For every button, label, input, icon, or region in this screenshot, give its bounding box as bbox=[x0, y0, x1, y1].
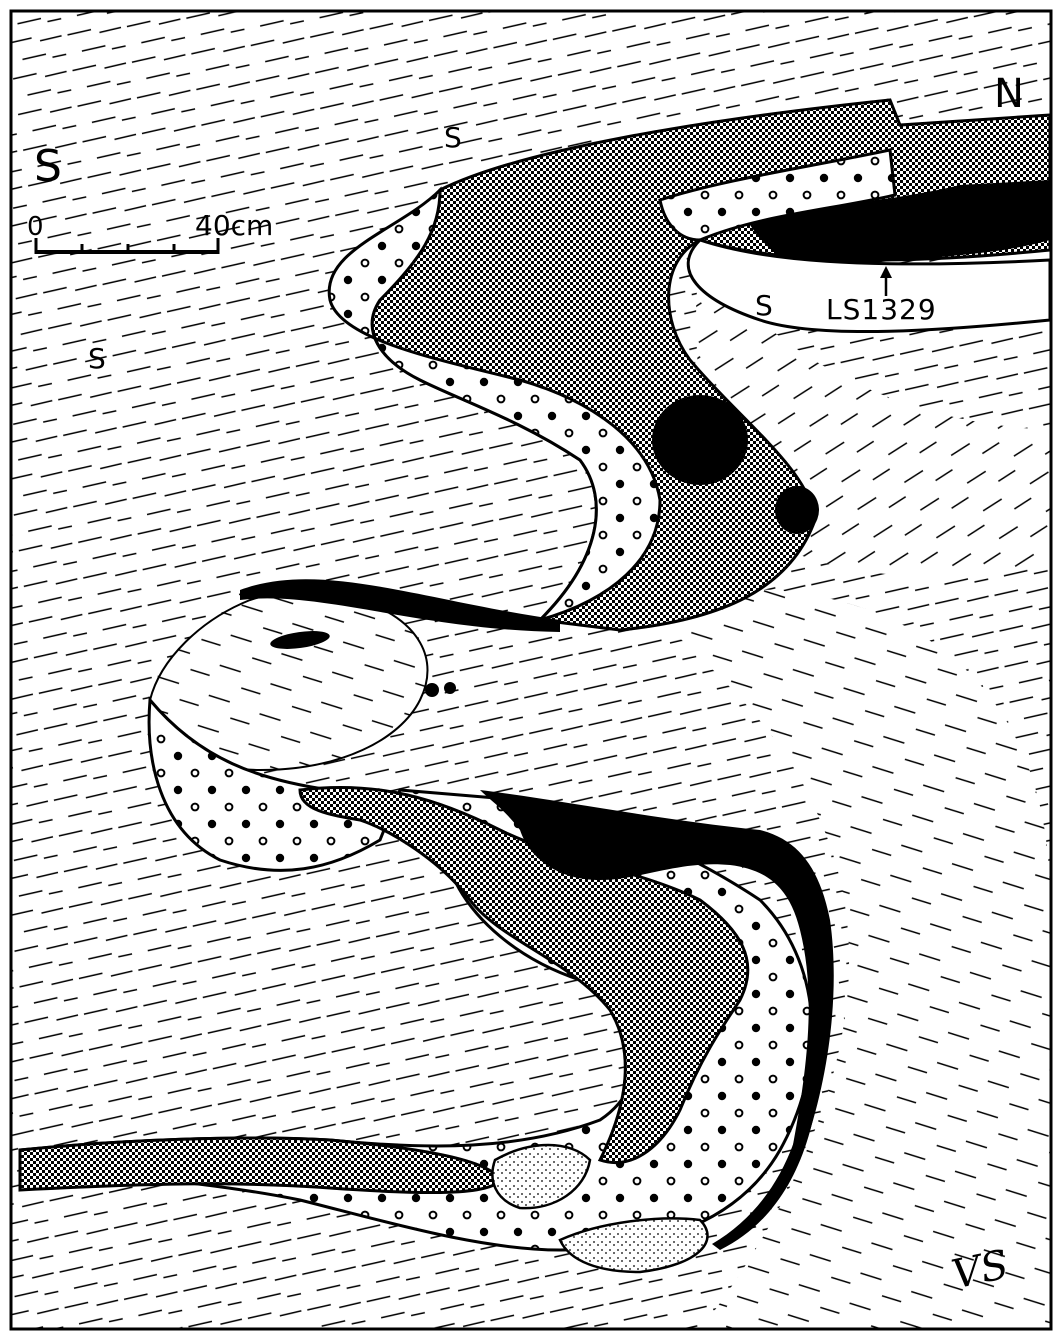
sample-id-label: LS1329 bbox=[826, 296, 937, 324]
sediment-label-right: S bbox=[755, 292, 773, 320]
black-lens-2 bbox=[775, 486, 819, 534]
compass-north-label: N bbox=[994, 74, 1024, 114]
black-lens-1 bbox=[652, 395, 748, 485]
sediment-label-left: S bbox=[88, 345, 106, 373]
compass-south-label: S bbox=[34, 145, 62, 189]
middle-black-dot-2 bbox=[444, 682, 456, 694]
author-initials: VS bbox=[948, 1245, 1011, 1296]
middle-black-dot-1 bbox=[425, 683, 439, 697]
sediment-label-top: S bbox=[444, 124, 462, 152]
scale-start-label: 0 bbox=[27, 214, 44, 240]
scale-end-label: 40cm bbox=[195, 212, 273, 240]
